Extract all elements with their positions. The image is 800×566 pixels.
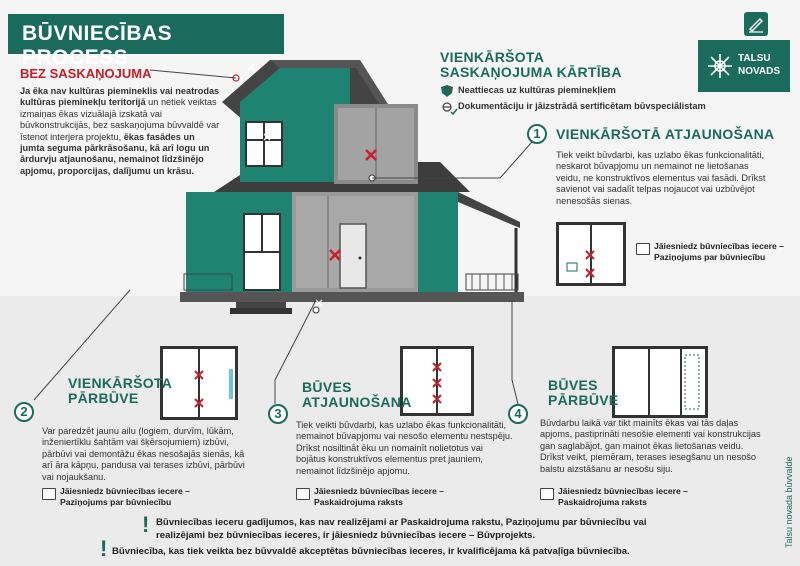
ground-background (0, 296, 800, 566)
simple-order-heading-l2: SASKAŅOJUMA KĀRTĪBA (440, 64, 622, 80)
step-1-heading: VIENKĀRŠOTĀ ATJAUNOŠANA (556, 126, 775, 142)
step-3-heading-l1: BŪVES (302, 379, 352, 395)
step-4-caption: Jāiesniedz būvniecības iecere – Paskaidr… (558, 486, 688, 508)
step-1-number: 1 (527, 124, 547, 144)
step-3-heading: BŪVES ATJAUNOŠANA (302, 380, 412, 410)
talsu-novads-logo: TALSU NOVADS (698, 40, 790, 92)
intro-bold-2: ēkas fasādes un jumta seguma pārkrāsošan… (20, 131, 210, 176)
step-2-heading-l2: PĀRBŪVE (68, 390, 139, 406)
footer-note-2: Būvniecība, kas tiek veikta bez būvvaldē… (112, 546, 630, 557)
step-3-text: Tiek veikti būvdarbi, kas uzlabo ēkas fu… (296, 420, 513, 476)
step-3-heading-l2: ATJAUNOŠANA (302, 394, 412, 410)
step-3-caption-l2: Paskaidrojuma raksts (314, 497, 403, 507)
step-3-caption-l1: Jāiesniedz būvniecības iecere – (314, 486, 444, 496)
step-4-heading-l1: BŪVES (548, 377, 598, 393)
edit-badge-icon (744, 12, 768, 36)
floor-plan-4 (612, 346, 708, 418)
red-x-icon-2 (329, 249, 341, 261)
document-icon (636, 243, 650, 255)
no-approval-text: Ja ēka nav kultūras piemineklis vai neat… (20, 86, 220, 177)
document-icon-4 (540, 488, 554, 500)
intro-normal: un netiek veiktas izmaiņas ēkas vizuālaj… (20, 97, 220, 142)
side-label: Talsu novada būvvalde (784, 456, 794, 548)
right-wing-wall (418, 192, 458, 292)
snowflake-icon (708, 54, 732, 78)
step-1-caption: Jāiesniedz būvniecības iecere – Paziņoju… (654, 241, 784, 263)
engineer-icon (440, 100, 458, 121)
step-1-caption-l1: Jāiesniedz būvniecības iecere – (654, 241, 784, 251)
step-4-heading: BŪVES PĀRBŪVE (548, 378, 619, 408)
no-approval-heading: BEZ SASKAŅOJUMA (20, 66, 152, 81)
house-illustration (180, 60, 524, 314)
footer-note-1: Būvniecības ieceru gadījumos, kas nav re… (156, 517, 647, 541)
logo-line-1: TALSU (738, 53, 771, 64)
shield-icon (440, 84, 454, 103)
step-2-text: Var paredzēt jaunu ailu (logiem, durvīm,… (42, 426, 245, 482)
step-2-caption: Jāiesniedz būvniecības iecere – Paziņoju… (60, 486, 190, 508)
floor-plan-2 (160, 346, 238, 420)
simple-order-item-1: Neattiecas uz kultūras pieminekļiem (458, 85, 616, 95)
step-1-caption-l2: Paziņojums par būvniecību (654, 252, 766, 262)
step-4-heading-l2: PĀRBŪVE (548, 392, 619, 408)
foundation (180, 292, 524, 302)
step-2-caption-l1: Jāiesniedz būvniecības iecere – (60, 486, 190, 496)
step-2-heading: VIENKĀRŠOTA PĀRBŪVE (68, 376, 172, 406)
floor-plan-1 (556, 222, 626, 286)
step-1-text: Tiek veikt būvdarbi, kas uzlabo ēkas fun… (556, 150, 766, 206)
intro-bold-1: Ja ēka nav kultūras piemineklis vai neat… (20, 86, 220, 108)
logo-line-2: NOVADS (738, 66, 781, 77)
floor-plan-3 (400, 346, 474, 416)
step-4-caption-l2: Paskaidrojuma raksts (558, 497, 647, 507)
step-4-number: 4 (508, 404, 528, 424)
step-2-caption-l2: Paziņojums par būvniecību (60, 497, 172, 507)
step-2-number: 2 (14, 402, 34, 422)
step-4-caption-l1: Jāiesniedz būvniecības iecere – (558, 486, 688, 496)
inner-door (339, 223, 367, 289)
exclamation-icon-2: ! (100, 536, 108, 561)
document-icon-2 (42, 488, 56, 500)
simple-order-heading-l1: VIENKĀRŠOTA (440, 49, 545, 65)
step-4-text: Būvdarbu laikā var tikt mainīts ēkas vai… (540, 418, 761, 474)
document-icon-3 (296, 488, 310, 500)
step-3-caption: Jāiesniedz būvniecības iecere – Paskaidr… (314, 486, 444, 508)
steps (230, 308, 292, 314)
simple-order-item-2: Dokumentāciju ir jāizstrādā sertificētam… (458, 101, 706, 111)
simple-order-heading: VIENKĀRŠOTA SASKAŅOJUMA KĀRTĪBA (440, 50, 622, 80)
red-x-icon (365, 149, 377, 161)
exclamation-icon: ! (142, 512, 150, 537)
step-2-heading-l1: VIENKĀRŠOTA (68, 375, 173, 391)
left-wing-wall (186, 192, 232, 292)
step-3-number: 3 (268, 404, 288, 424)
porch-roof (458, 192, 520, 228)
page-title: BŪVNIECĪBAS PROCESS (8, 14, 284, 69)
